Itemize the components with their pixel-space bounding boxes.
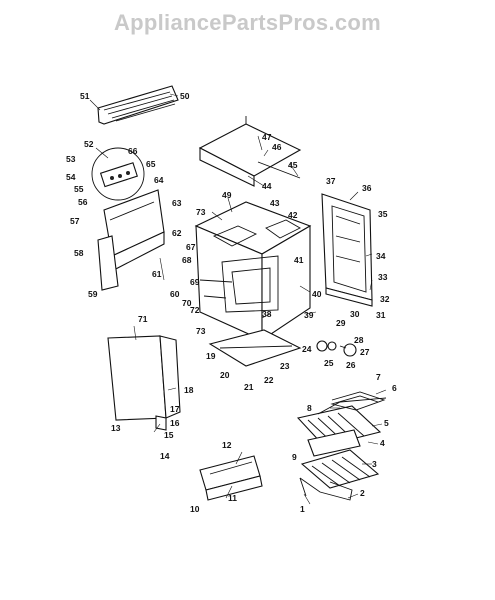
callout-44: 44 — [262, 181, 272, 191]
callout-8: 8 — [307, 403, 312, 413]
callout-1: 1 — [300, 504, 305, 514]
callout-45: 45 — [288, 160, 298, 170]
callout-40: 40 — [312, 289, 322, 299]
callout-34: 34 — [376, 251, 386, 261]
callout-63: 63 — [172, 198, 182, 208]
callout-58: 58 — [74, 248, 84, 258]
broiler-pan-part — [199, 455, 263, 501]
callout-15: 15 — [164, 430, 174, 440]
callout-73b: 73 — [196, 326, 206, 336]
callout-32: 32 — [380, 294, 390, 304]
callout-2: 2 — [360, 488, 365, 498]
callout-50: 50 — [180, 91, 190, 101]
callout-16: 16 — [170, 418, 180, 428]
callout-43: 43 — [270, 198, 280, 208]
callout-13: 13 — [111, 423, 121, 433]
callout-31: 31 — [376, 310, 386, 320]
callout-21: 21 — [244, 382, 254, 392]
bake-element-part — [317, 391, 387, 415]
callout-33: 33 — [378, 272, 388, 282]
leader-lines — [89, 93, 387, 505]
oven-rack-part — [296, 405, 382, 489]
callout-41: 41 — [294, 255, 304, 265]
callout-54: 54 — [66, 172, 76, 182]
callout-18: 18 — [184, 385, 194, 395]
callout-38: 38 — [262, 309, 272, 319]
callout-59: 59 — [88, 289, 98, 299]
callout-11: 11 — [228, 493, 237, 503]
callout-65: 65 — [146, 159, 156, 169]
callout-60: 60 — [170, 289, 180, 299]
callout-30: 30 — [350, 309, 360, 319]
callout-12: 12 — [222, 440, 232, 450]
valve-part — [316, 340, 357, 357]
callout-3: 3 — [372, 459, 377, 469]
cooktop-part — [198, 116, 302, 187]
callout-66: 66 — [128, 146, 138, 156]
control-detail-circle — [91, 147, 145, 201]
callout-35: 35 — [378, 209, 388, 219]
callout-20: 20 — [220, 370, 230, 380]
callout-22: 22 — [264, 375, 274, 385]
callout-68: 68 — [182, 255, 192, 265]
callout-70: 70 — [182, 298, 192, 308]
callout-5: 5 — [384, 418, 389, 428]
callout-29: 29 — [336, 318, 346, 328]
callout-55: 55 — [74, 184, 84, 194]
callout-17: 17 — [170, 404, 180, 414]
drawer-panel-part — [107, 335, 181, 431]
callout-9: 9 — [292, 452, 297, 462]
oven-door-part — [321, 193, 373, 307]
callout-7: 7 — [376, 372, 381, 382]
side-panel-part — [97, 189, 165, 291]
callout-73a: 73 — [196, 207, 206, 217]
callout-64: 64 — [154, 175, 164, 185]
callout-10: 10 — [190, 504, 200, 514]
callout-23: 23 — [280, 361, 290, 371]
callout-51: 51 — [80, 91, 90, 101]
callout-62: 62 — [172, 228, 182, 238]
callout-26: 26 — [346, 360, 356, 370]
callout-6: 6 — [392, 383, 397, 393]
callout-39: 39 — [304, 310, 314, 320]
callout-52: 52 — [84, 139, 94, 149]
callout-14: 14 — [160, 451, 170, 461]
callout-56: 56 — [78, 197, 88, 207]
callout-28: 28 — [354, 335, 364, 345]
callout-24: 24 — [302, 344, 312, 354]
oven-body-part — [194, 201, 312, 342]
callout-labels: 1 2 3 4 5 6 7 8 9 10 11 12 13 14 15 16 1… — [66, 91, 397, 514]
callout-36: 36 — [362, 183, 372, 193]
callout-42: 42 — [288, 210, 298, 220]
callout-46: 46 — [272, 142, 282, 152]
callout-67: 67 — [186, 242, 196, 252]
oven-bottom-frame-part — [208, 329, 302, 367]
callout-69: 69 — [190, 277, 200, 287]
callout-72: 72 — [190, 305, 200, 315]
callout-57: 57 — [70, 216, 80, 226]
callout-71: 71 — [138, 314, 148, 324]
callout-27: 27 — [360, 347, 370, 357]
back-panel-part — [97, 85, 179, 125]
callout-61: 61 — [152, 269, 162, 279]
callout-19: 19 — [206, 351, 216, 361]
callout-25: 25 — [324, 358, 334, 368]
callout-49: 49 — [222, 190, 232, 200]
broil-element-part — [299, 477, 353, 501]
watermark: AppliancePartsPros.com — [113, 10, 382, 35]
callout-47: 47 — [262, 132, 272, 142]
callout-4: 4 — [380, 438, 385, 448]
callout-53: 53 — [66, 154, 76, 164]
callout-37: 37 — [326, 176, 336, 186]
